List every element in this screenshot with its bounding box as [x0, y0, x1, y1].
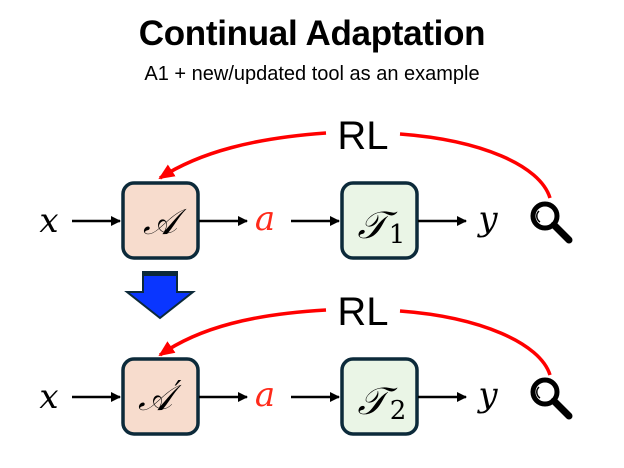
down-arrow-icon	[124, 271, 196, 320]
rl-feedback-arrow-left	[158, 131, 327, 180]
rl-label: RL	[337, 290, 388, 334]
agent-prime-mark: ′	[175, 375, 182, 410]
magnifier-icon	[530, 201, 573, 244]
tool-box	[340, 181, 419, 260]
rl-label: RL	[337, 114, 388, 158]
tool-box	[340, 357, 419, 436]
action-a: a	[255, 375, 275, 415]
output-y: y	[476, 199, 498, 239]
diagram-title: Continual Adaptation	[138, 14, 486, 53]
rl-feedback-arrow-right	[399, 309, 552, 376]
pipeline-row-1: RL x 𝒜 a 𝒯 1 y	[39, 114, 573, 260]
input-x: x	[39, 377, 58, 417]
pipeline-row-2: RL x 𝒜 ′ a 𝒯 2 y	[39, 290, 573, 436]
diagram-subtitle: A1 + new/updated tool as an example	[144, 63, 480, 85]
magnifier-icon	[530, 377, 573, 420]
rl-feedback-arrow-right	[399, 132, 552, 199]
tool-index: 1	[389, 220, 406, 250]
input-x: x	[39, 201, 58, 241]
agent-box	[121, 181, 200, 260]
tool-index: 2	[390, 396, 407, 426]
agent-box	[121, 357, 200, 436]
action-a: a	[255, 199, 275, 239]
output-y: y	[476, 375, 498, 415]
rl-feedback-arrow-left	[158, 308, 327, 357]
